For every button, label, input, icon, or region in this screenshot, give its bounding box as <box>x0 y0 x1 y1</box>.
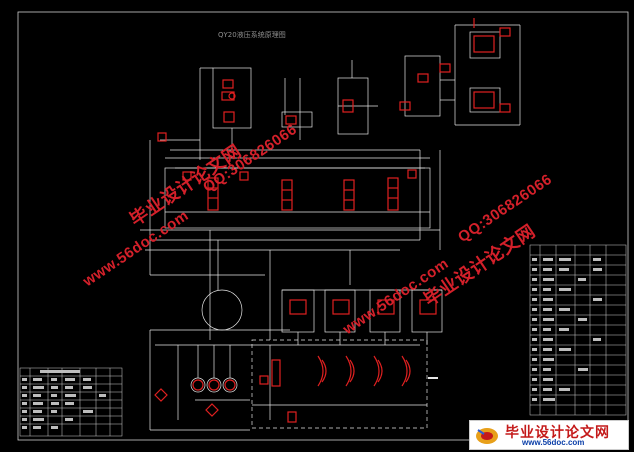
banner-title: 毕业设计论文网 <box>505 425 610 441</box>
piping-lines <box>140 24 521 431</box>
banner-site: www.56doc.com <box>522 438 585 447</box>
parts-list-table <box>19 367 123 437</box>
hydraulic-components <box>154 18 511 423</box>
drawing-title: QY20液压系统原理图 <box>218 31 286 39</box>
parts-list-cell-marks <box>22 370 106 429</box>
site-logo-icon <box>476 428 498 444</box>
site-banner: 毕业设计论文网 www.56doc.com <box>469 420 629 450</box>
title-block-cell-marks <box>532 258 602 401</box>
title-block <box>529 244 627 416</box>
drawing-frame <box>17 11 629 441</box>
